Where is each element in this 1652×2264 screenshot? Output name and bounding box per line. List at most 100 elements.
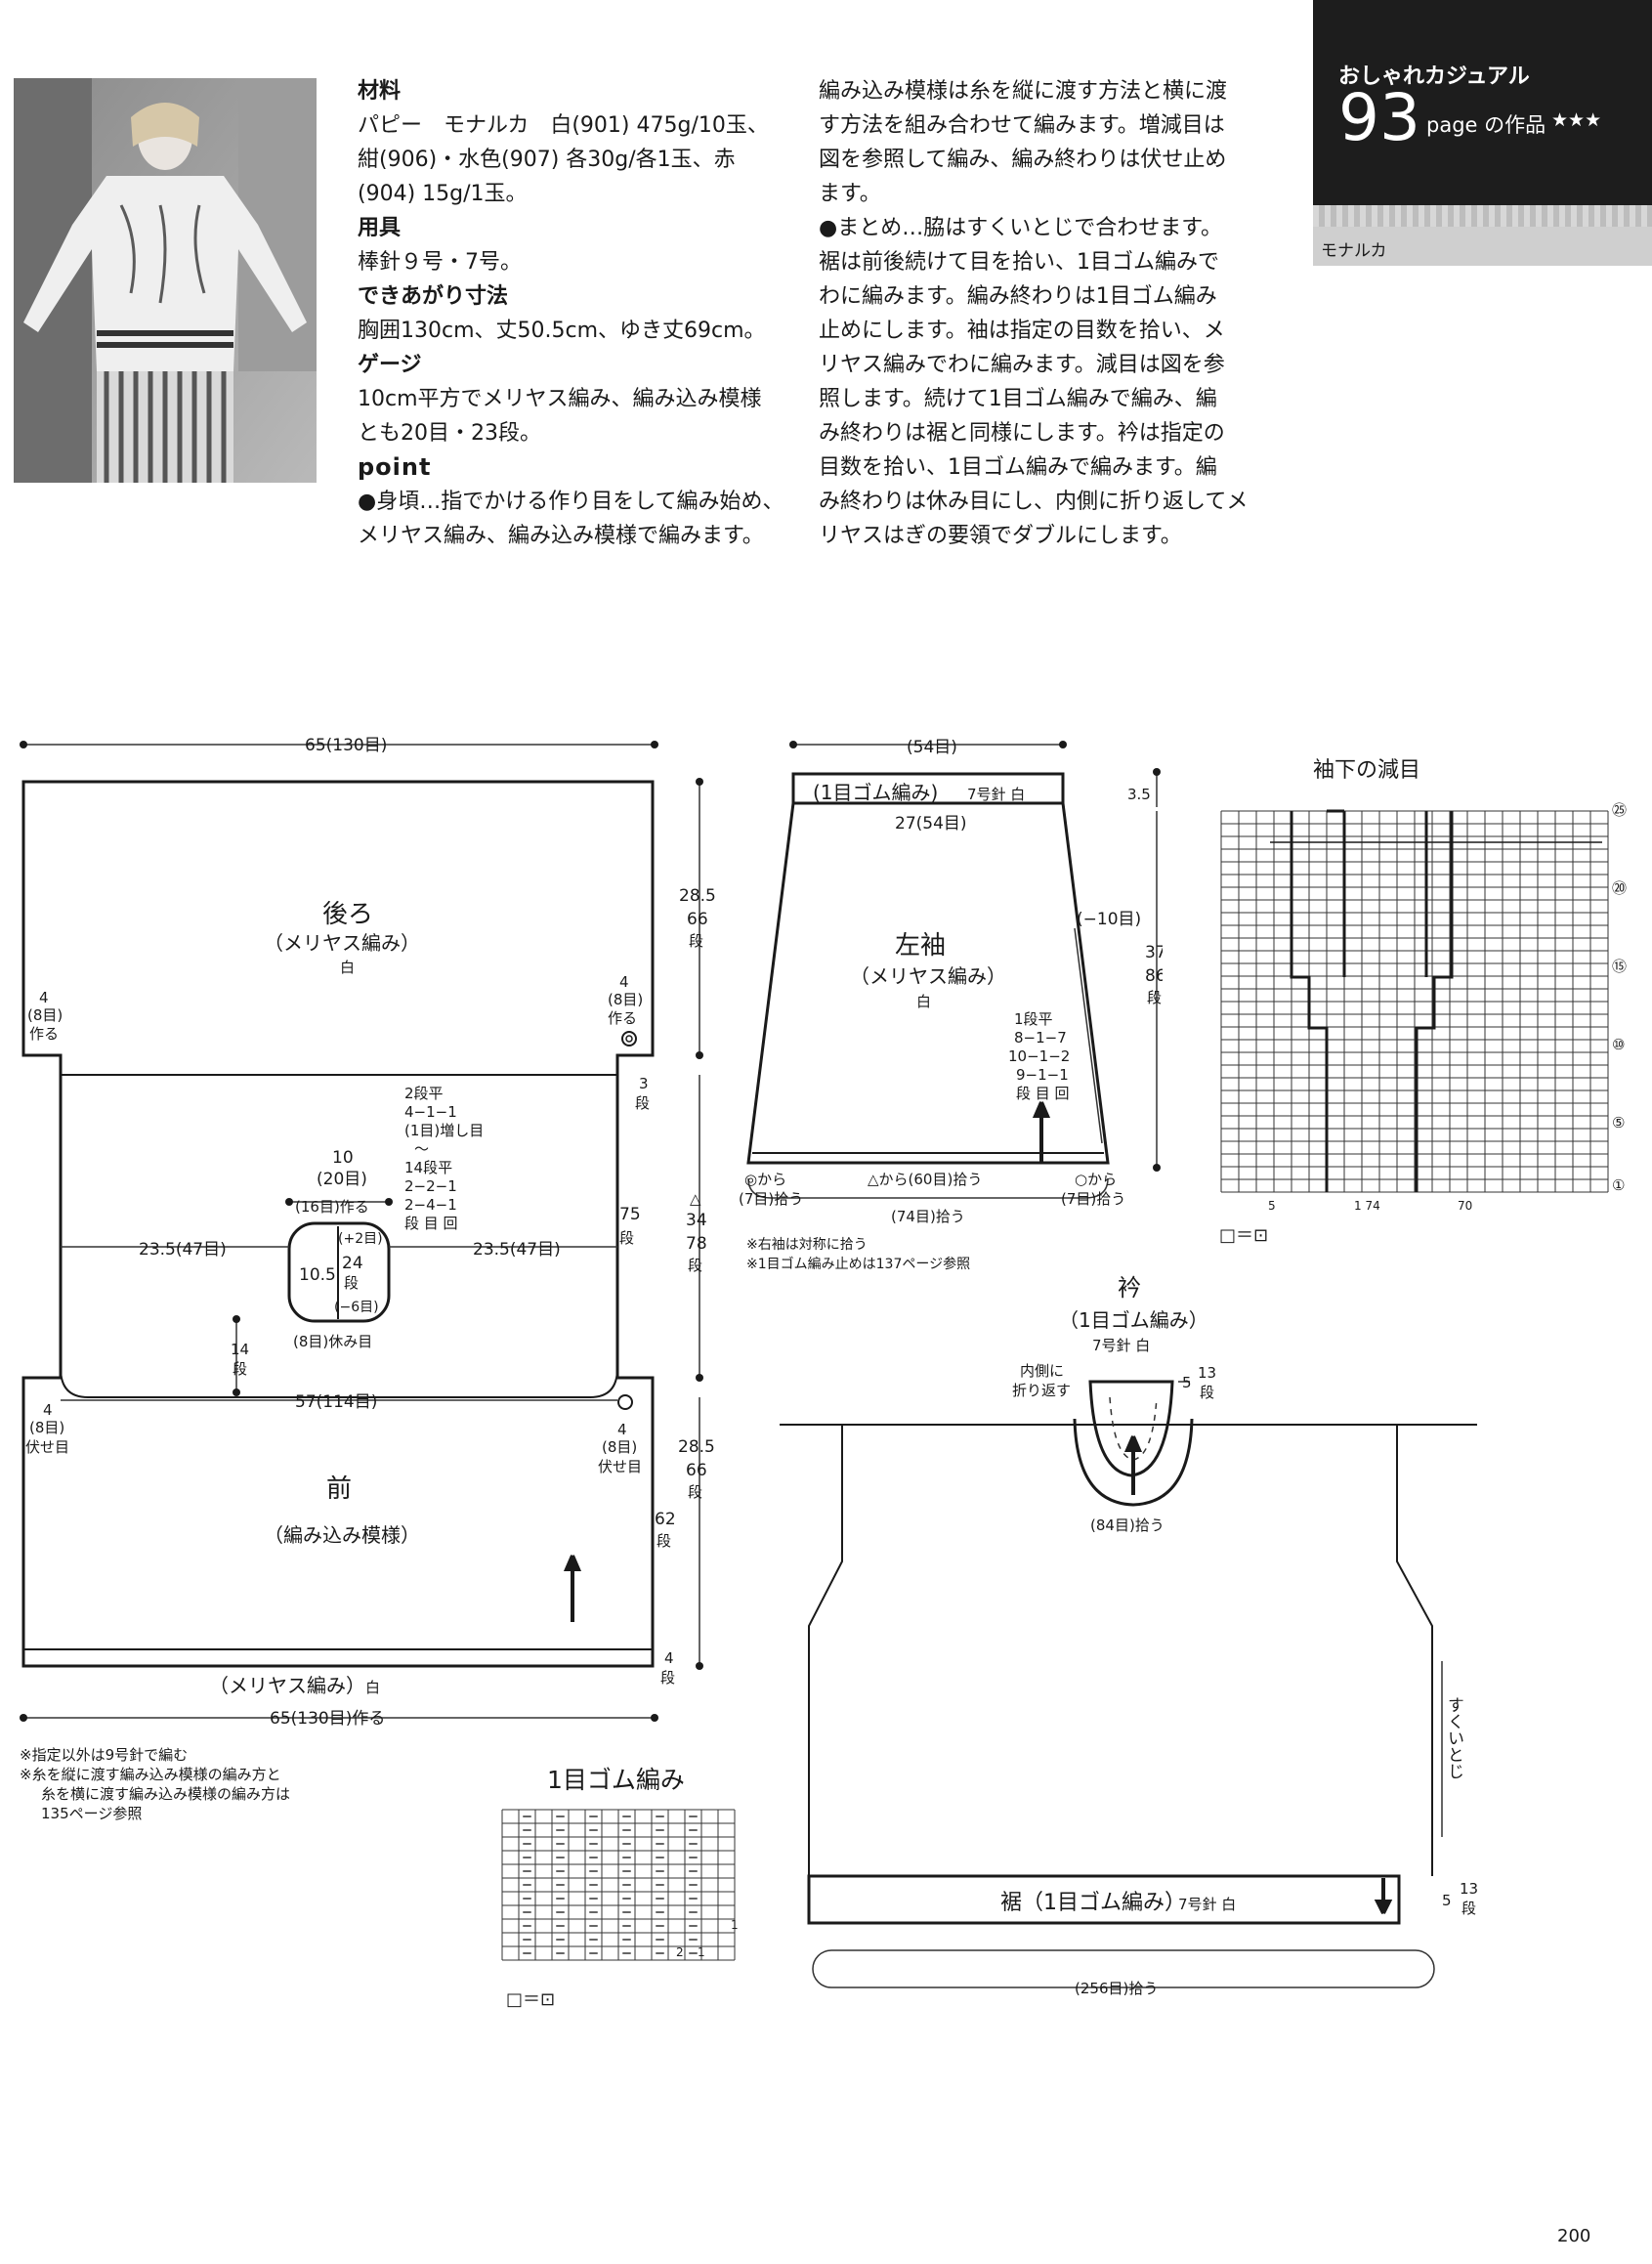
- sleeve-note: ※1目ゴム編み止めは137ページ参照: [746, 1256, 970, 1270]
- mid-height-label: 34: [686, 1211, 707, 1230]
- increase-note: 段 目 回: [404, 1215, 458, 1232]
- gauge-line: 10cm平方でメリヤス編み、編み込み模様: [358, 387, 762, 411]
- collar-rib: （1目ゴム編み）: [1059, 1308, 1208, 1332]
- hem-pick: (256目)拾う: [1075, 1980, 1158, 1997]
- instruction-line: す方法を組み合わせて編みます。増減目は: [819, 113, 1225, 138]
- neck-width-label: 10: [332, 1148, 354, 1168]
- neck-minus-label: (−6目): [334, 1300, 379, 1315]
- row-14-label: 段: [233, 1360, 247, 1378]
- collar-fold-note: 内側に: [1020, 1362, 1064, 1380]
- right-cast-label: 作る: [608, 1009, 637, 1027]
- sleeve-dec-note: 段 目 回: [1016, 1085, 1070, 1102]
- top-width-label: 65(130目): [305, 736, 387, 755]
- mid-height-label: 78: [686, 1234, 707, 1254]
- neck-rows-label: 24: [342, 1254, 363, 1273]
- column-marker: 70: [1458, 1199, 1472, 1213]
- row-marker-10: ⑩: [1612, 1036, 1625, 1053]
- sleeve-schematic: (54目) (1目ゴム編み) 7号針 白 27(54目) 3.5 9 段 (−1…: [739, 738, 1163, 1270]
- hem-needle: 7号針 白: [1178, 1896, 1236, 1913]
- instruction-line: み終わりは休み目にし、内側に折り返してメ: [819, 490, 1249, 514]
- instruction-line: 止めにします。袖は指定の目数を拾い、メ: [819, 319, 1225, 343]
- rib-chart: 1 2 1: [501, 1809, 739, 1961]
- tools-heading: 用具: [358, 216, 402, 240]
- material-heading: 材料: [358, 79, 402, 104]
- collar-pick: (84目)拾う: [1090, 1516, 1165, 1534]
- sleeve-title: 左袖: [895, 931, 946, 961]
- sleeve-pick-right: (7目)拾う: [1061, 1190, 1125, 1208]
- hem-stitch: （メリヤス編み）: [209, 1674, 365, 1697]
- rib-chart-title: 1目ゴム編み: [547, 1766, 685, 1794]
- back-height-label: 66: [687, 910, 708, 929]
- rib-chart-legend: □＝⊡: [506, 1989, 556, 2010]
- sleeve-dec-note: 1段平: [1014, 1010, 1053, 1028]
- header-box: おしゃれカジュアル 93 page の作品 ★★★: [1313, 0, 1652, 205]
- instruction-line: 照します。続けて1目ゴム編みで編み、編: [819, 387, 1217, 411]
- side-rows-label: 75: [619, 1205, 641, 1224]
- sleeve-pick-center: △から(60目)拾う: [868, 1171, 982, 1188]
- sleeve-height-label: 37: [1145, 943, 1163, 962]
- rib-chart-count: 1: [731, 1918, 739, 1932]
- back-title: 後ろ: [322, 900, 373, 929]
- increase-note: 〜: [414, 1140, 429, 1158]
- neck-cast-label: (16目)作る: [295, 1198, 369, 1216]
- sleeve-pick-left: ◎から: [744, 1171, 786, 1188]
- neck-rows-label: 段: [344, 1274, 359, 1292]
- rib-chart-count: 1: [698, 1945, 705, 1959]
- size-text: 胸囲130cm、丈50.5cm、ゆき丈69cm。: [358, 319, 766, 343]
- left-bind-label: 4: [43, 1401, 53, 1419]
- neck-width-label: (20目): [317, 1170, 367, 1189]
- notes-block: ※指定以外は9号針で編む ※糸を縦に渡す編み込み模様の編み方と 糸を横に渡す編み…: [20, 1745, 290, 1823]
- dec-chart-title: 袖下の減目: [1313, 758, 1421, 783]
- sleeve-top-width: (54目): [907, 738, 957, 757]
- right-cast-label: 4: [619, 973, 629, 991]
- category-title: おしゃれカジュアル: [1338, 64, 1530, 89]
- increase-note: 2−4−1: [404, 1196, 457, 1214]
- sleeve-stitch: （メリヤス編み）: [850, 964, 1006, 988]
- sleeve-minus-label: (−10目): [1077, 910, 1141, 929]
- step-label: 段: [635, 1094, 650, 1112]
- difficulty-stars: ★★★: [1551, 109, 1602, 131]
- back-stitch: （メリヤス編み）: [264, 931, 420, 955]
- instruction-line: わに編みます。編み終わりは1目ゴム編み: [819, 284, 1217, 309]
- gauge-line: とも20目・23段。: [358, 421, 541, 446]
- mattress-stitch-label: すくいとじ: [1444, 1696, 1463, 1779]
- body-schematic: 65(130目) 後ろ （メリヤス編み） 白 4 (8目) 作る 4 (8目) …: [20, 736, 716, 1729]
- neckline-outline: [287, 1221, 391, 1323]
- side-62-label: 段: [657, 1532, 671, 1550]
- increase-note: 14段平: [404, 1159, 452, 1176]
- bottom-width-label: 65(130目)作る: [270, 1709, 385, 1729]
- back-height-label: 段: [689, 932, 703, 950]
- hem-height: 段: [1461, 1900, 1476, 1917]
- mid-height-label: △: [690, 1190, 701, 1208]
- project-page-number: 93: [1338, 80, 1420, 155]
- sleeve-pick-left: (7目)拾う: [739, 1190, 803, 1208]
- row-14-label: 14: [231, 1341, 249, 1358]
- back-height-label: 28.5: [679, 886, 716, 906]
- hem-rows-label: 段: [660, 1669, 675, 1687]
- collar-needle: 7号針 白: [1092, 1337, 1150, 1354]
- collar-height: 13: [1198, 1364, 1216, 1382]
- left-cast-label: (8目): [27, 1006, 63, 1024]
- left-cast-label: 作る: [29, 1025, 59, 1043]
- sleeve-pick-right: ○から: [1075, 1171, 1117, 1188]
- sleeve-rib-needle: 7号針 白: [967, 786, 1025, 803]
- material-line: 紺(906)・水色(907) 各30g/各1玉、赤: [358, 148, 736, 172]
- front-height-label: 66: [686, 1461, 707, 1480]
- left-cast-label: 4: [39, 989, 49, 1006]
- right-bind-label: 伏せ目: [598, 1458, 642, 1475]
- neck-plus-label: (+2目): [338, 1231, 383, 1247]
- right-bind-label: 4: [617, 1421, 627, 1438]
- column-marker: 5: [1268, 1199, 1276, 1213]
- instruction-line: 図を参照して編み、編み終わりは伏せ止め: [819, 148, 1227, 172]
- point-heading: point: [358, 453, 432, 481]
- row-marker-5: ⑤: [1612, 1114, 1625, 1132]
- note-line: 糸を横に渡す編み込み模様の編み方は: [41, 1785, 291, 1803]
- right-cast-label: (8目): [608, 991, 643, 1008]
- size-heading: できあがり寸法: [358, 284, 509, 309]
- side-62-label: 62: [655, 1510, 676, 1529]
- point-line: ●身頃…指でかける作り目をして編み始め、: [358, 490, 784, 514]
- hem-height: 5: [1442, 1892, 1452, 1909]
- instruction-line: 目数を拾い、1目ゴム編みで編みます。編: [819, 455, 1217, 480]
- column-marker: 1 74: [1354, 1199, 1380, 1213]
- materials-column: 材料 パピー モナルカ 白(901) 475g/10玉、 紺(906)・水色(9…: [358, 74, 787, 553]
